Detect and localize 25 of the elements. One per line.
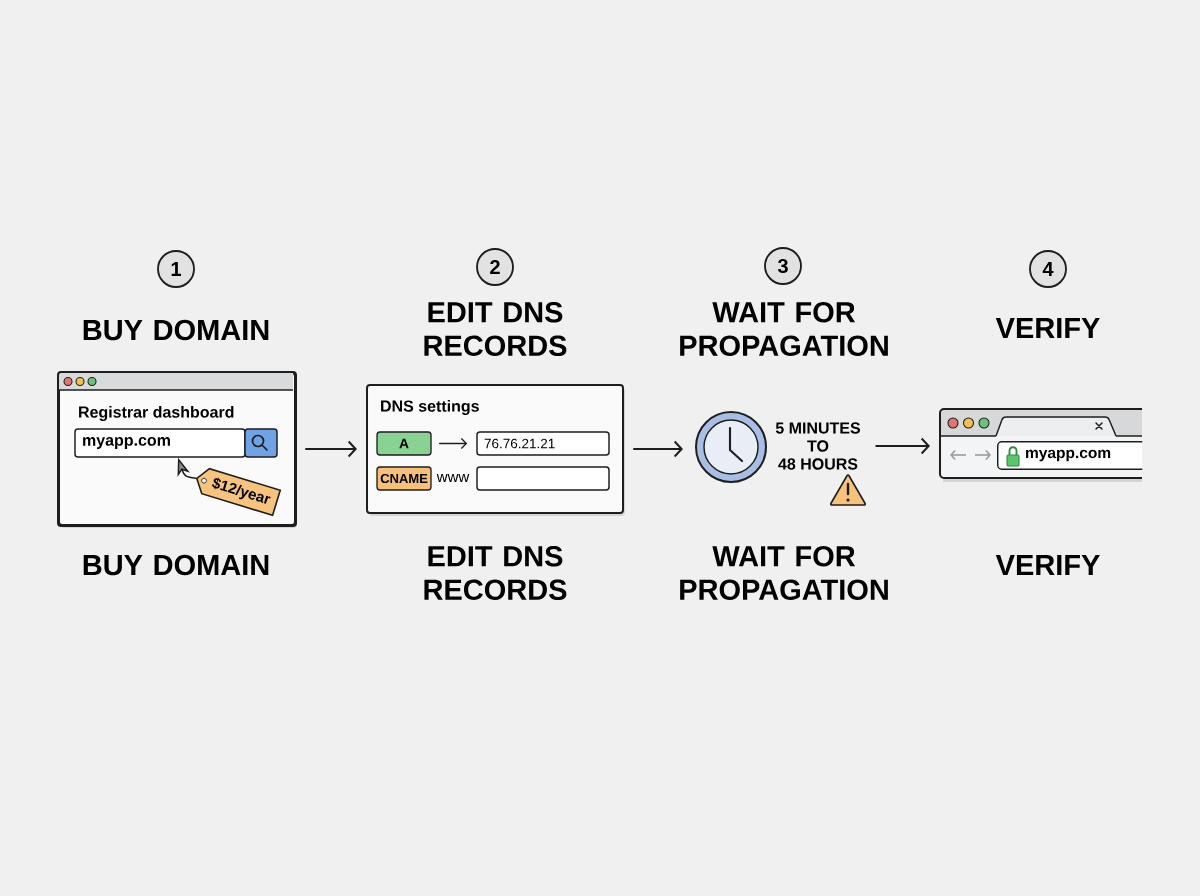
address-bar: myapp.com [997, 441, 1143, 470]
step-heading: VERIFY [995, 318, 1100, 338]
step-heading: WAIT FOR PROPAGATION [680, 302, 888, 356]
host-label: www [436, 474, 470, 482]
step-heading: BUY DOMAIN [83, 319, 269, 341]
clock [695, 411, 767, 483]
arrow [875, 437, 930, 455]
text-field: myapp.com [74, 428, 246, 458]
arrow [633, 440, 683, 458]
duration-text: 5 MINUTES TO 48 HOURS [775, 422, 861, 470]
step-number: 1 [157, 250, 195, 288]
step-heading: BUY DOMAIN [83, 554, 269, 576]
step-number: 3 [764, 247, 802, 285]
step-heading: EDIT DNS RECORDS [424, 546, 567, 600]
arrow [439, 437, 468, 450]
text-field [476, 466, 610, 491]
text-field: 76.76.21.21 [476, 431, 610, 456]
step-number: 2 [476, 248, 514, 286]
step-heading: EDIT DNS RECORDS [424, 302, 567, 356]
arrow [305, 440, 357, 458]
step-heading: VERIFY [995, 555, 1100, 575]
record-badge: CNAME [376, 466, 432, 491]
step-heading: WAIT FOR PROPAGATION [680, 546, 888, 600]
step-number: 4 [1029, 250, 1067, 288]
record-badge: A [376, 431, 432, 456]
